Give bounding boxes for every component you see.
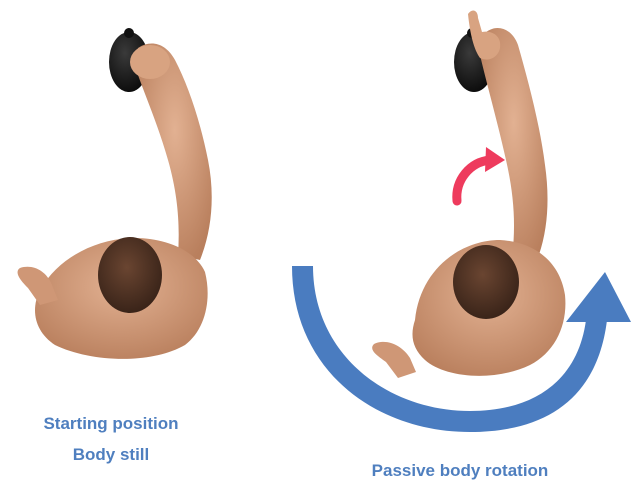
small-curved-arrow-icon [457, 160, 490, 201]
left-lower-arm [18, 267, 58, 305]
left-head [98, 237, 162, 313]
left-kettlebell-handle [124, 28, 134, 38]
caption-passive-body-rotation: Passive body rotation [300, 461, 620, 481]
caption-body-still: Body still [0, 445, 222, 465]
right-raised-arm [480, 28, 548, 265]
right-figure [292, 11, 631, 432]
right-lower-arm [372, 342, 416, 378]
right-head [453, 245, 519, 319]
small-arrow-head [485, 147, 505, 172]
caption-starting-position: Starting position [0, 414, 222, 434]
large-arrow-head [566, 272, 631, 322]
left-figure [18, 28, 212, 359]
left-raised-hand [130, 45, 170, 79]
